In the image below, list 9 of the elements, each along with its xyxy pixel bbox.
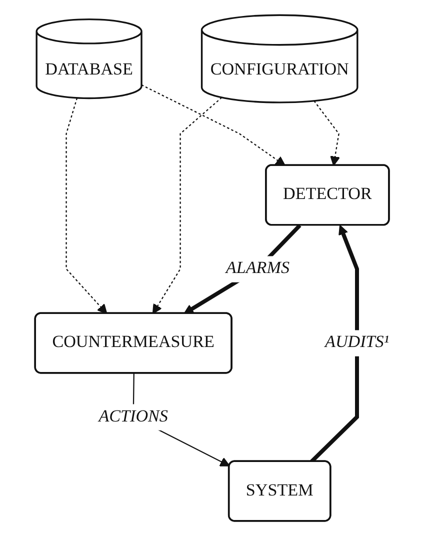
arrow (65, 98, 107, 314)
edge-label: AUDITS¹ (324, 334, 389, 352)
arrow (310, 224, 359, 464)
edge-label: ALARMS (226, 260, 290, 278)
arrow (313, 100, 340, 166)
arrow (152, 97, 222, 314)
arrow (140, 84, 286, 166)
edge-label: ACTIONS (98, 408, 168, 426)
arrow (183, 224, 301, 314)
